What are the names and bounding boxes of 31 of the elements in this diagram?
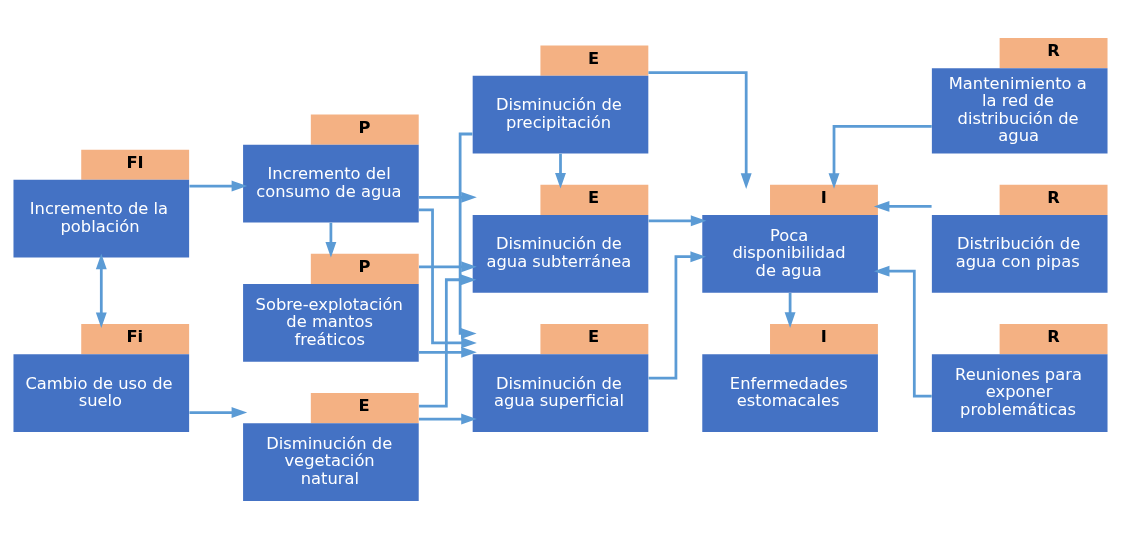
arrow [189,180,248,192]
arrow [419,413,477,424]
arrow [95,253,107,328]
node-label: P [358,117,371,137]
arrow [189,406,248,418]
node-label: E [358,395,370,415]
arrow [419,260,477,272]
arrow [648,214,707,226]
node-label: I [820,326,827,346]
node-label: R [1047,187,1060,207]
node-label: FI [126,152,144,172]
arrow [419,346,477,358]
node-label: R [1047,40,1060,60]
arrow [784,292,796,328]
node-label: P [358,256,371,276]
arrow [648,70,752,189]
arrow [418,208,477,348]
arrow [555,153,566,189]
node-label: R [1047,326,1060,346]
node-label: E [588,326,600,346]
arrow [828,124,932,189]
node-label: E [588,187,600,207]
node-label: Fi [126,326,144,346]
arrow [325,222,337,258]
node-label: I [820,187,827,207]
arrow [419,191,477,203]
arrow [458,132,477,339]
node-label: E [588,48,600,68]
arrow [648,250,707,379]
arrow [873,200,932,212]
arrow [419,273,477,407]
